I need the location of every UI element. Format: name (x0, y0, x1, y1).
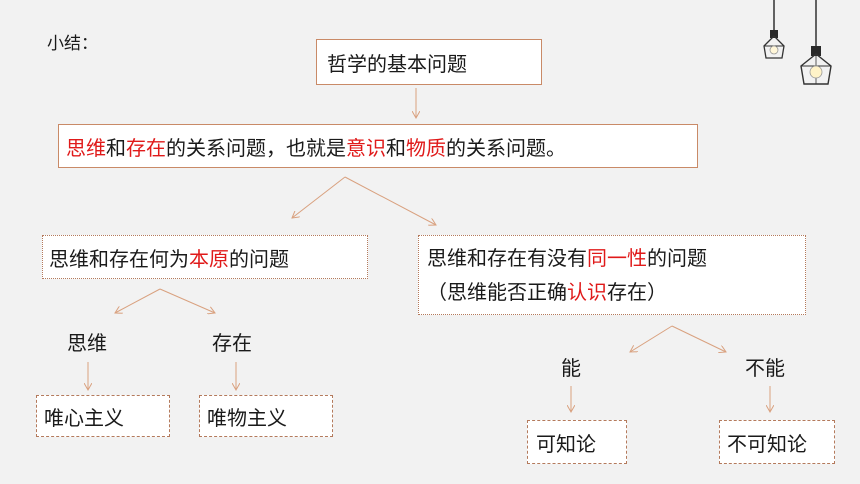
root-question-text: 哲学的基本问题 (327, 51, 467, 76)
branch-cannot-label: 不能 (745, 356, 785, 380)
branch-thinking-label: 思维 (67, 331, 107, 355)
idealism-text: 唯心主义 (44, 405, 124, 430)
summary-label: 小结： (47, 34, 98, 54)
identity-question-keyword: 认识 (567, 280, 607, 304)
branch-existence-label: 存在 (212, 331, 252, 355)
identity-question-line2: （思维能否正确认识存在） (427, 275, 667, 309)
main-question-text: 的关系问题。 (446, 135, 566, 160)
main-question-keyword: 思维 (66, 135, 106, 160)
main-question-text: 的关系问题，也就是 (166, 135, 346, 160)
materialism-text: 唯物主义 (207, 405, 287, 430)
identity-question-text: 的问题 (647, 246, 707, 270)
main-question-keyword: 意识 (346, 135, 386, 160)
main-question-text: 和 (106, 135, 126, 160)
main-question-keyword: 存在 (126, 135, 166, 160)
main-question-text: 和 (386, 135, 406, 160)
hanging-lamp-icon (763, 0, 832, 85)
identity-question-text: 存在） (607, 280, 667, 304)
knowability-text: 可知论 (536, 431, 596, 456)
primacy-question-text: 的问题 (229, 246, 289, 271)
root-question-box: 哲学的基本问题 (316, 39, 542, 85)
primacy-question-text: 思维和存在何为 (49, 246, 189, 271)
identity-question-text: （思维能否正确 (427, 280, 567, 304)
agnosticism-text: 不可知论 (727, 431, 807, 456)
agnosticism-box: 不可知论 (719, 420, 835, 464)
primacy-question-box: 思维和存在何为本原的问题 (42, 235, 368, 279)
identity-question-line1: 思维和存在有没有同一性的问题 (427, 241, 707, 275)
main-question-box: 思维和存在的关系问题，也就是意识和物质的关系问题。 (58, 124, 698, 168)
idealism-box: 唯心主义 (36, 395, 170, 437)
primacy-question-keyword: 本原 (189, 246, 229, 271)
main-question-keyword: 物质 (406, 135, 446, 160)
knowability-box: 可知论 (527, 420, 627, 464)
identity-question-box: 思维和存在有没有同一性的问题 （思维能否正确认识存在） (418, 235, 806, 315)
identity-question-keyword: 同一性 (587, 246, 647, 270)
branch-can-label: 能 (561, 356, 581, 380)
materialism-box: 唯物主义 (199, 395, 333, 437)
identity-question-text: 思维和存在有没有 (427, 246, 587, 270)
